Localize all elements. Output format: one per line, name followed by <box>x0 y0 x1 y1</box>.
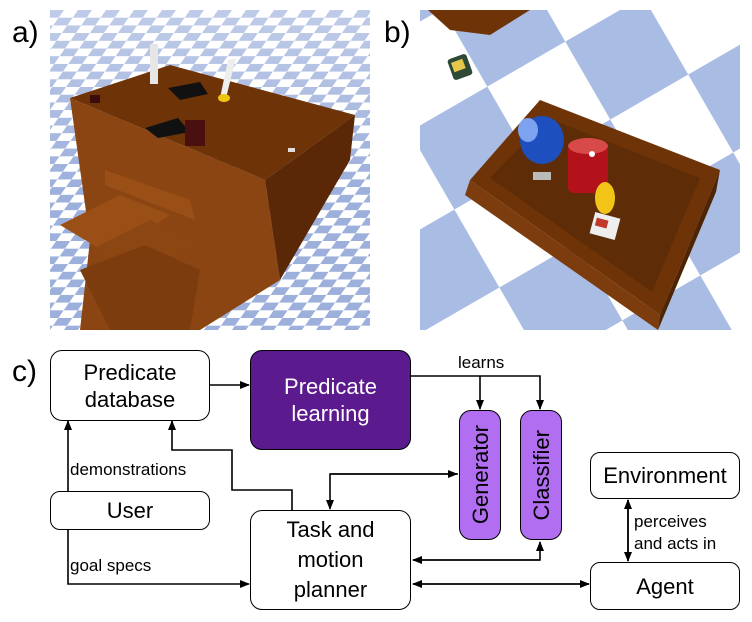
user-label: User <box>106 498 154 523</box>
panel-label-a: a) <box>12 16 39 49</box>
learns-label: learns <box>458 353 505 372</box>
panel-label-c: c) <box>12 355 37 388</box>
scene-b-image <box>420 10 740 330</box>
panel-label-b: b) <box>384 16 411 49</box>
classifier-label: Classifier <box>528 429 554 521</box>
task-motion-planner-node: Task and motion planner <box>250 510 411 610</box>
generator-node: Generator <box>459 410 501 540</box>
acts-in-label: and acts in <box>634 534 717 553</box>
predicate-learning-node: Predicate learning <box>250 350 411 450</box>
environment-label: Environment <box>603 463 727 488</box>
scene-a-image <box>50 10 370 330</box>
predicate-database-label: Predicate database <box>83 359 177 412</box>
user-node: User <box>50 491 210 530</box>
agent-node: Agent <box>590 562 740 610</box>
perceives-label: perceives <box>634 512 707 531</box>
predicate-learning-label: Predicate learning <box>284 374 377 426</box>
predicate-database-node: Predicate database <box>50 350 210 421</box>
agent-label: Agent <box>636 573 694 599</box>
goal-specs-label: goal specs <box>70 556 152 575</box>
demonstrations-label: demonstrations <box>70 460 187 479</box>
environment-node: Environment <box>590 452 740 499</box>
task-motion-planner-label: Task and motion planner <box>286 517 375 602</box>
classifier-node: Classifier <box>520 410 562 540</box>
generator-label: Generator <box>467 425 493 525</box>
